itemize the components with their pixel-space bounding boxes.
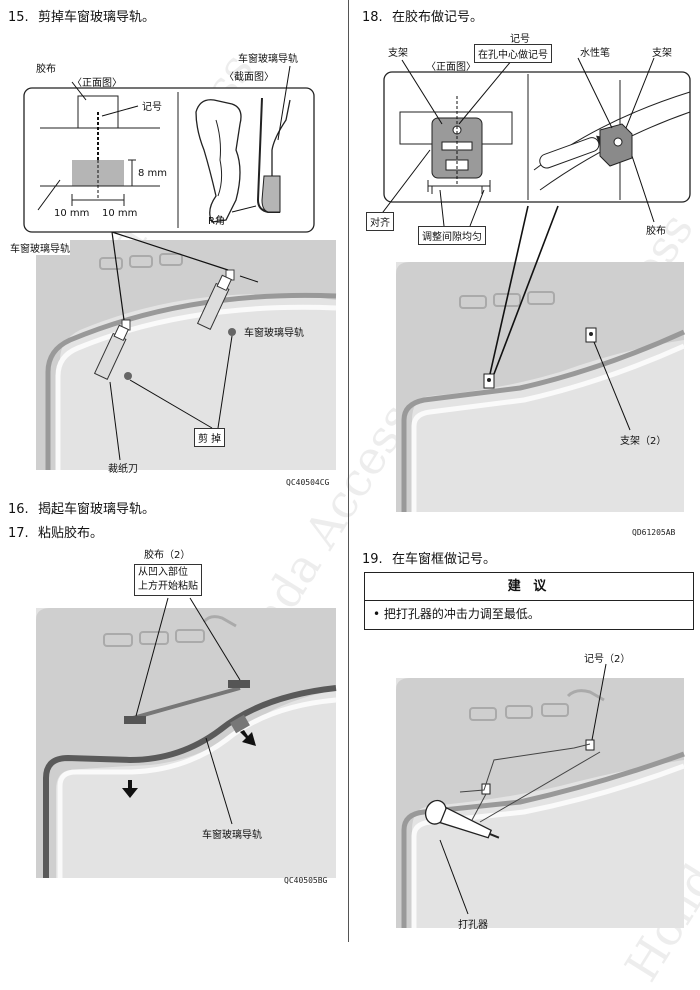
label-adjust-gap: 调整间隙均匀 bbox=[418, 226, 486, 245]
figure-19-drawing bbox=[396, 663, 685, 928]
label-cutter: 裁纸刀 bbox=[108, 464, 138, 475]
step-19: 19.在车窗框做记号。 bbox=[362, 552, 497, 567]
label-tape: 胶布 bbox=[646, 226, 666, 237]
figure-code: QC40504CG bbox=[286, 478, 330, 487]
label-tape2: 胶布（2） bbox=[144, 550, 191, 561]
label-pen: 水性笔 bbox=[580, 48, 610, 59]
label-mark: 记号 bbox=[142, 102, 162, 113]
label-bracket-left: 支架 bbox=[388, 48, 408, 59]
label-rail-left: 车窗玻璃导轨 bbox=[10, 240, 70, 255]
right-column: 18.在胶布做记号。 bbox=[350, 0, 700, 942]
figure-code: QC40505BG bbox=[284, 876, 328, 885]
label-mark: 记号 bbox=[510, 34, 530, 45]
figure-15-drawing bbox=[23, 65, 337, 470]
step-16: 16.揭起车窗玻璃导轨。 bbox=[8, 502, 156, 517]
label-rail-top: 车窗玻璃导轨 bbox=[238, 54, 298, 65]
label-mark2: 记号（2） bbox=[584, 654, 631, 665]
figure-17-drawing bbox=[36, 597, 337, 878]
advice-title: 建 议 bbox=[365, 573, 693, 601]
column-divider bbox=[348, 0, 349, 942]
advice-box: 建 议 • 把打孔器的冲击力调至最低。 bbox=[364, 572, 694, 630]
label-tape: 胶布 bbox=[36, 64, 56, 75]
label-section-view: 〈截面图〉 bbox=[224, 72, 274, 83]
step-17: 17.粘贴胶布。 bbox=[8, 526, 104, 541]
label-dim-10mm-right: 10 mm bbox=[102, 208, 138, 219]
label-dim-8mm: 8 mm bbox=[138, 168, 168, 179]
label-rail-right: 车窗玻璃导轨 bbox=[244, 324, 304, 339]
figure-code: QD61205AB bbox=[632, 528, 676, 537]
step-18: 18.在胶布做记号。 bbox=[362, 10, 484, 25]
advice-item: • 把打孔器的冲击力调至最低。 bbox=[373, 607, 540, 621]
label-rail: 车窗玻璃导轨 bbox=[202, 830, 262, 841]
label-instruction: 从凹入部位 上方开始粘贴 bbox=[134, 564, 202, 596]
label-r-corner: R角 bbox=[208, 216, 225, 227]
left-column: 15.剪掉车窗玻璃导轨。 bbox=[0, 0, 348, 942]
label-punch: 打孔器 bbox=[458, 920, 488, 931]
label-bracket-right: 支架 bbox=[652, 48, 672, 59]
label-align: 对齐 bbox=[366, 212, 394, 231]
label-front-view: 〈正面图〉 bbox=[426, 62, 476, 73]
label-dim-10mm-left: 10 mm bbox=[54, 208, 90, 219]
step-15: 15.剪掉车窗玻璃导轨。 bbox=[8, 10, 156, 25]
label-bracket2: 支架（2） bbox=[620, 436, 667, 447]
label-center-mark: 在孔中心做记号 bbox=[474, 44, 552, 63]
figure-18-drawing bbox=[379, 57, 691, 512]
label-cut: 剪 掉 bbox=[194, 428, 226, 447]
label-front-view: 〈正面图〉 bbox=[72, 78, 122, 89]
